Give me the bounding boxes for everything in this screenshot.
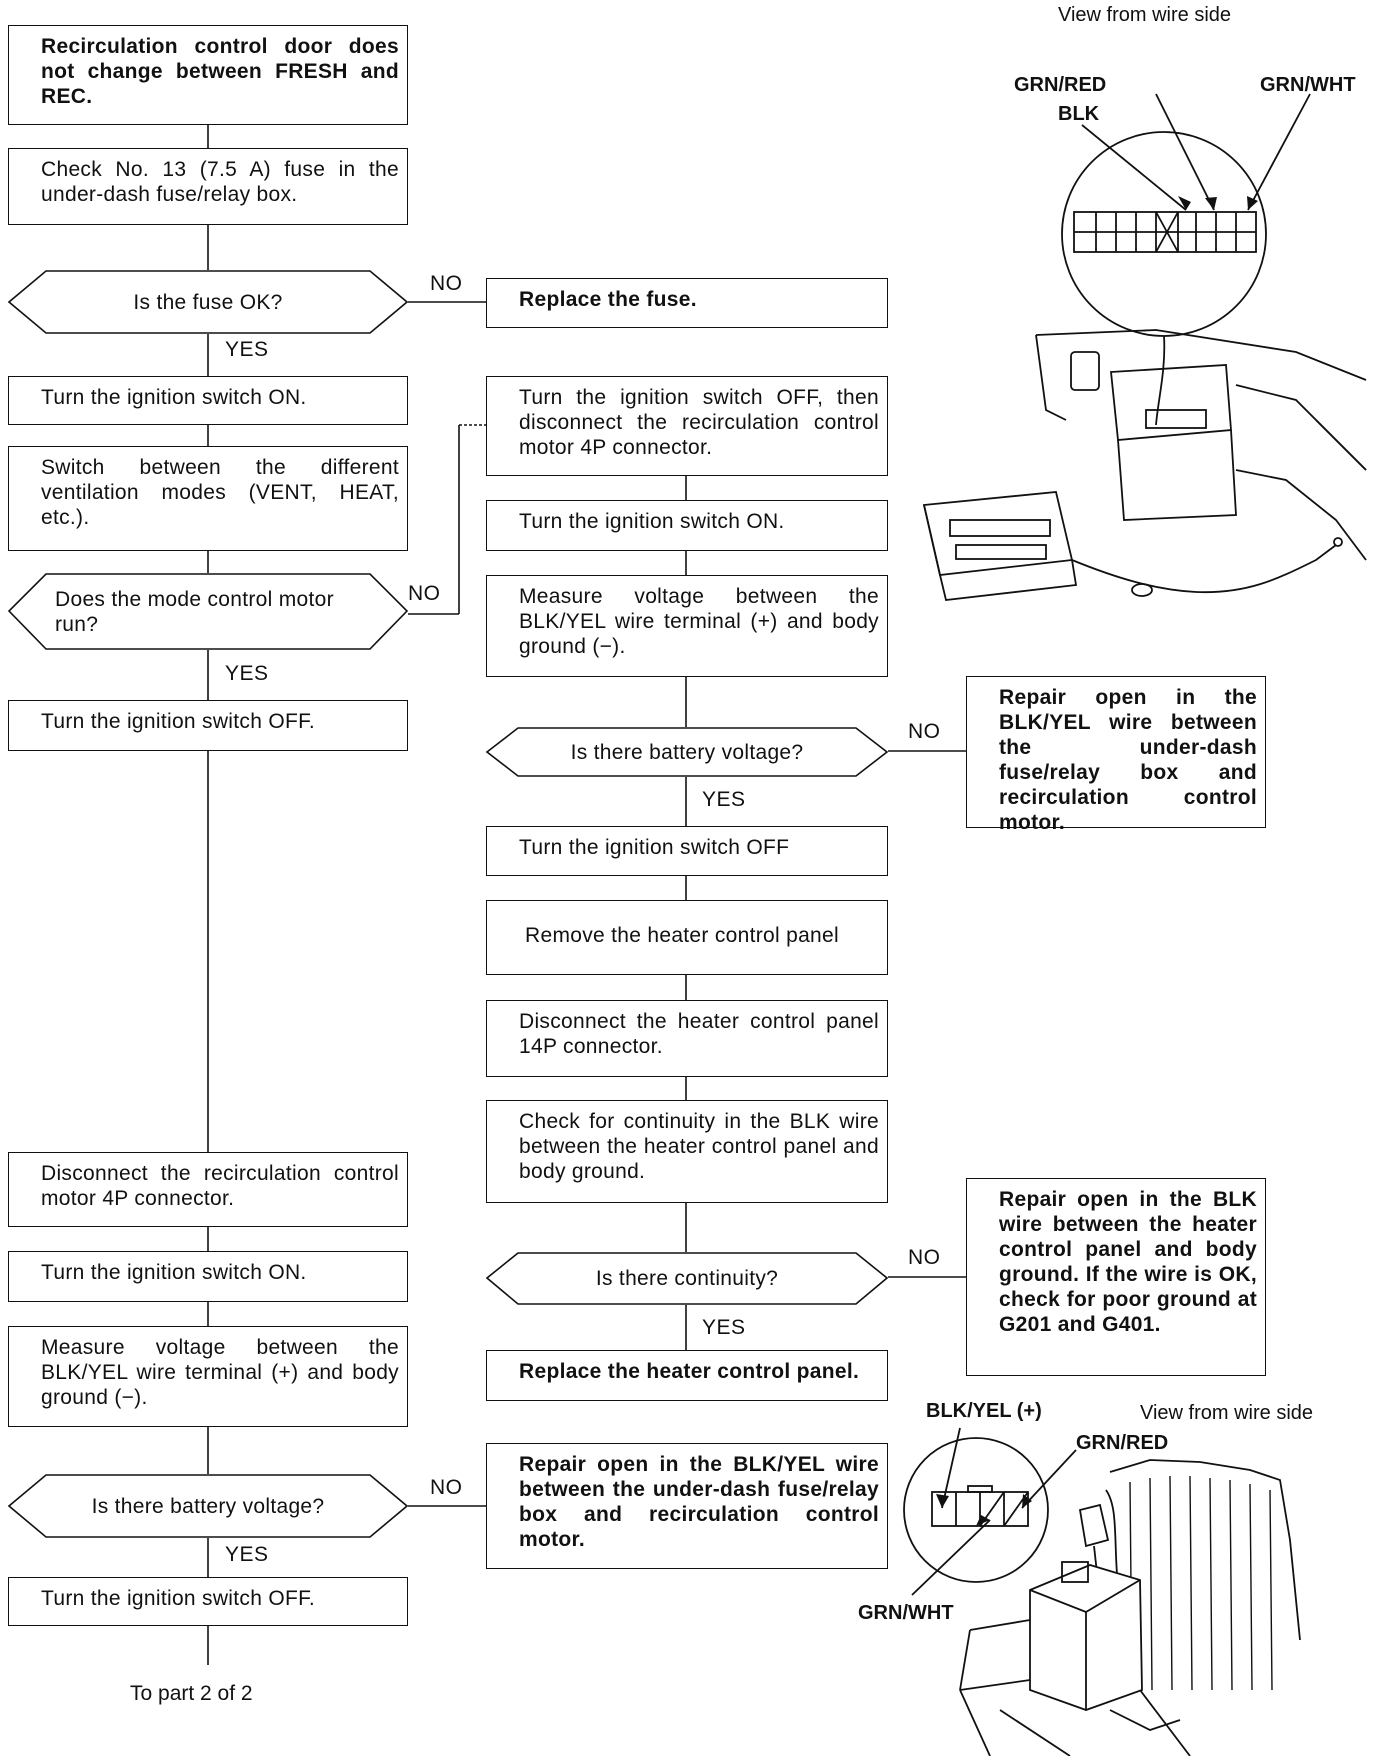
dashboard-connector-drawing	[922, 93, 1367, 601]
wire-label-grn-wht-top: GRN/WHT	[1260, 74, 1356, 96]
ignition-off-text-left: Turn the ignition switch OFF.	[41, 1587, 316, 1610]
switch-modes-box: Switch between the different ventilation…	[8, 446, 408, 551]
ignition-off-box-right: Turn the ignition switch OFF	[486, 826, 888, 876]
heater-panel-connector-illustration: BLK/YEL (+) View from wire side GRN/RED …	[850, 1390, 1376, 1756]
battery-voltage-question-left: Is there battery voltage?	[91, 1494, 325, 1518]
fuse-ok-decision: Is the fuse OK?	[8, 270, 408, 334]
disconnect-4p-box: Disconnect the recirculation control mot…	[8, 1152, 408, 1227]
repair-blkyel-box-right: Repair open in the BLK/YEL wire between …	[966, 676, 1266, 834]
ignition-off-disconnect-box: Turn the ignition switch OFF, then disco…	[486, 376, 888, 476]
ignition-on-box-right: Turn the ignition switch ON.	[486, 500, 888, 551]
voltage-left-no-label: NO	[430, 1476, 463, 1499]
mode-motor-no-label: NO	[408, 582, 441, 605]
measure-voltage-text-right: Measure voltage between the BLK/YEL wire…	[519, 585, 879, 658]
heater-panel-connector-drawing	[903, 1427, 1301, 1756]
ignition-on-text-1: Turn the ignition switch ON.	[41, 386, 307, 409]
continuity-decision: Is there continuity?	[486, 1252, 888, 1305]
voltage-right-yes-label: YES	[702, 788, 746, 811]
measure-voltage-box-left: Measure voltage between the BLK/YEL wire…	[8, 1326, 408, 1427]
continuity-yes-label: YES	[702, 1316, 746, 1339]
voltage-left-yes-label: YES	[225, 1543, 269, 1566]
check-fuse-text: Check No. 13 (7.5 A) fuse in the under-d…	[41, 158, 399, 206]
start-symptom-text: Recirculation control door does not chan…	[41, 35, 399, 108]
ignition-on-text-left: Turn the ignition switch ON.	[41, 1261, 307, 1284]
measure-voltage-text-left: Measure voltage between the BLK/YEL wire…	[41, 1336, 399, 1409]
disconnect-14p-box: Disconnect the heater control panel 14P …	[486, 1000, 888, 1077]
ignition-off-box-1: Turn the ignition switch OFF.	[8, 700, 408, 751]
replace-panel-text: Replace the heater control panel.	[519, 1360, 860, 1383]
replace-panel-box: Replace the heater control panel.	[486, 1350, 888, 1401]
disconnect-4p-text: Disconnect the recirculation control mot…	[41, 1162, 399, 1210]
wire-label-blk-top: BLK	[1058, 103, 1100, 125]
remove-panel-text: Remove the heater control panel	[525, 924, 839, 947]
fuse-no-label: NO	[430, 272, 463, 295]
battery-voltage-question-right: Is there battery voltage?	[570, 740, 804, 764]
view-from-wire-side-label-bottom: View from wire side	[1140, 1402, 1314, 1424]
ignition-off-box-left: Turn the ignition switch OFF.	[8, 1577, 408, 1626]
wire-label-grn-wht-bottom: GRN/WHT	[858, 1602, 954, 1624]
repair-blkyel-text-left: Repair open in the BLK/YEL wire between …	[519, 1453, 879, 1551]
battery-voltage-decision-right: Is there battery voltage?	[486, 727, 888, 777]
battery-voltage-decision-left: Is there battery voltage?	[8, 1474, 408, 1538]
ignition-on-box-1: Turn the ignition switch ON.	[8, 376, 408, 425]
replace-fuse-text: Replace the fuse.	[519, 288, 697, 311]
repair-blk-text: Repair open in the BLK wire between the …	[999, 1188, 1257, 1336]
mode-motor-yes-label: YES	[225, 662, 269, 685]
voltage-right-no-label: NO	[908, 720, 941, 743]
measure-voltage-box-right: Measure voltage between the BLK/YEL wire…	[486, 575, 888, 677]
mode-motor-question: Does the mode control motor run?	[55, 587, 334, 636]
repair-blkyel-text-right: Repair open in the BLK/YEL wire between …	[999, 686, 1257, 834]
ignition-off-text-1: Turn the ignition switch OFF.	[41, 710, 316, 733]
disconnect-14p-text: Disconnect the heater control panel 14P …	[519, 1010, 879, 1058]
wire-label-blk-yel-bottom: BLK/YEL (+)	[926, 1400, 1042, 1422]
repair-blkyel-box-left: Repair open in the BLK/YEL wire between …	[486, 1443, 888, 1569]
motor-connector-illustration: View from wire side GRN/RED GRN/WHT BLK	[896, 0, 1376, 640]
fuse-yes-label: YES	[225, 338, 269, 361]
ignition-off-disconnect-text: Turn the ignition switch OFF, then disco…	[519, 386, 879, 459]
switch-modes-text: Switch between the different ventilation…	[41, 456, 399, 529]
view-from-wire-side-label-top: View from wire side	[1058, 4, 1232, 26]
repair-blk-box: Repair open in the BLK wire between the …	[966, 1178, 1266, 1376]
ignition-on-text-right: Turn the ignition switch ON.	[519, 510, 785, 533]
continuity-no-label: NO	[908, 1246, 941, 1269]
start-symptom-box: Recirculation control door does not chan…	[8, 25, 408, 125]
replace-fuse-box: Replace the fuse.	[486, 278, 888, 328]
continuity-question: Is there continuity?	[595, 1267, 779, 1290]
check-continuity-text: Check for continuity in the BLK wire bet…	[519, 1110, 879, 1183]
check-continuity-box: Check for continuity in the BLK wire bet…	[486, 1100, 888, 1203]
remove-panel-box: Remove the heater control panel	[486, 900, 888, 975]
mode-motor-decision: Does the mode control motor run?	[8, 573, 408, 650]
wire-label-grn-red-top: GRN/RED	[1014, 74, 1107, 96]
fuse-ok-question: Is the fuse OK?	[133, 290, 283, 314]
wire-label-grn-red-bottom: GRN/RED	[1076, 1432, 1169, 1454]
ignition-off-text-right: Turn the ignition switch OFF	[519, 836, 790, 859]
check-fuse-box: Check No. 13 (7.5 A) fuse in the under-d…	[8, 148, 408, 225]
ignition-on-box-left: Turn the ignition switch ON.	[8, 1251, 408, 1302]
to-part-2-note: To part 2 of 2	[130, 1682, 253, 1705]
